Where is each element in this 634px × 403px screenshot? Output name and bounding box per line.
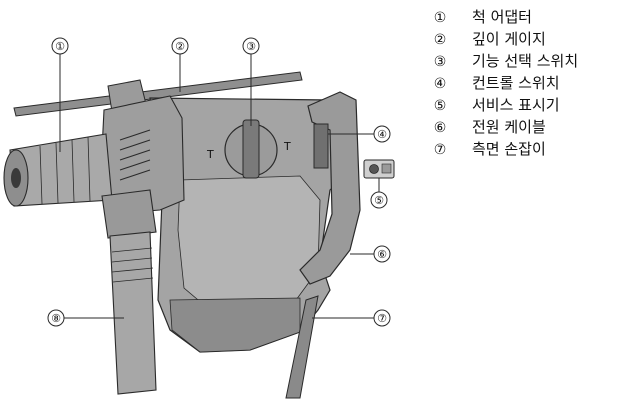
legend-item: ④ 컨트롤 스위치 bbox=[428, 72, 632, 94]
callout-8 bbox=[47, 309, 65, 327]
rear-handle bbox=[299, 91, 361, 285]
legend-number: ④ bbox=[433, 76, 447, 92]
legend-label: 척 어댑터 bbox=[472, 8, 532, 26]
legend-item: ② 깊이 게이지 bbox=[428, 28, 632, 50]
callout-1-number: ① bbox=[55, 40, 65, 53]
side-handle-grip bbox=[109, 231, 157, 395]
control-switch bbox=[313, 123, 329, 169]
legend-label: 기능 선택 스위치 bbox=[472, 52, 579, 70]
callout-6 bbox=[373, 245, 391, 263]
legend-number: ② bbox=[433, 32, 447, 48]
power-cable bbox=[285, 295, 319, 399]
callout-7 bbox=[373, 309, 391, 327]
legend-item: ① 척 어댑터 bbox=[428, 6, 632, 28]
legend-label: 전원 케이블 bbox=[472, 118, 546, 136]
callout-6-number: ⑥ bbox=[377, 248, 387, 261]
legend-label: 컨트롤 스위치 bbox=[472, 74, 560, 92]
parts-legend: ① 척 어댑터 ② 깊이 게이지 ③ 기능 선택 스위치 ④ 컨트롤 스위치 ⑤ 서비스 … bbox=[428, 6, 632, 160]
callout-2 bbox=[171, 37, 189, 55]
cooling-fins bbox=[119, 129, 151, 181]
legend-item: ⑥ 전원 케이블 bbox=[428, 116, 632, 138]
service-indicator-symbol bbox=[381, 163, 392, 174]
legend-item: ⑦ 측면 손잡이 bbox=[428, 138, 632, 160]
legend-label: 깊이 게이지 bbox=[472, 30, 546, 48]
selector-mark-right: T bbox=[283, 140, 291, 153]
callouts bbox=[47, 37, 391, 327]
callout-7-number: ⑦ bbox=[377, 312, 387, 325]
legend-label: 측면 손잡이 bbox=[472, 140, 546, 158]
legend-number: ⑦ bbox=[433, 142, 447, 158]
legend-number: ③ bbox=[433, 54, 447, 70]
callout-8-number: ⑧ bbox=[51, 312, 61, 325]
legend-number: ① bbox=[433, 10, 447, 26]
housing-facet bbox=[177, 175, 321, 313]
chuck-bore bbox=[11, 168, 21, 188]
legend-item: ③ 기능 선택 스위치 bbox=[428, 50, 632, 72]
legend-item: ⑤ 서비스 표시기 bbox=[428, 94, 632, 116]
service-indicator-light bbox=[369, 164, 379, 174]
side-handle-rings bbox=[111, 247, 154, 283]
depth-gauge-rod bbox=[13, 71, 303, 117]
callout-3 bbox=[242, 37, 260, 55]
callout-3-number: ③ bbox=[246, 40, 256, 53]
callout-5 bbox=[370, 191, 388, 209]
selector-mark-left: T bbox=[206, 148, 214, 161]
callout-1 bbox=[51, 37, 69, 55]
callout-4-number: ④ bbox=[377, 128, 387, 141]
callout-4 bbox=[373, 125, 391, 143]
legend-label: 서비스 표시기 bbox=[472, 96, 560, 114]
legend-number: ⑥ bbox=[433, 120, 447, 136]
legend-number: ⑤ bbox=[433, 98, 447, 114]
hammer-drill: T T bbox=[3, 71, 395, 399]
callout-5-number: ⑤ bbox=[374, 194, 384, 207]
callout-2-number: ② bbox=[175, 40, 185, 53]
callout-numbers: ① ② ③ ④ ⑤ ⑥ ⑦ ⑧ bbox=[51, 40, 387, 325]
chuck-ribs bbox=[39, 136, 91, 205]
housing-lower-facet bbox=[169, 297, 301, 353]
side-handle-collar bbox=[101, 189, 157, 239]
function-selector-grip bbox=[242, 119, 260, 179]
